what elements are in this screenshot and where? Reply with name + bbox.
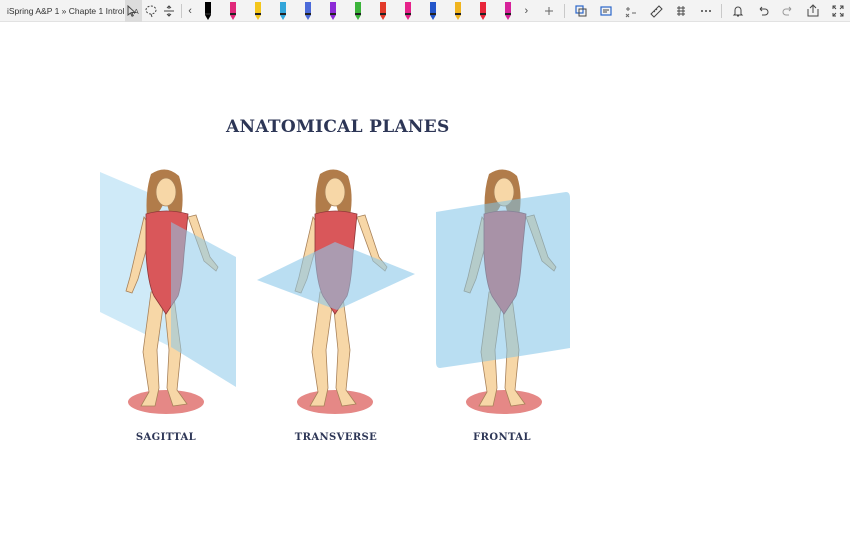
- pen-pink-icon[interactable]: [396, 0, 421, 22]
- pen-palette: [196, 0, 521, 22]
- floor-shadow: [466, 390, 542, 414]
- pen-green-icon[interactable]: [346, 0, 371, 22]
- pen-gold-icon[interactable]: [446, 0, 471, 22]
- legs: [309, 289, 357, 407]
- pen-blue-icon[interactable]: [296, 0, 321, 22]
- pen-red-icon[interactable]: [371, 0, 396, 22]
- ink-to-math-icon[interactable]: [618, 0, 643, 22]
- add-pen-icon[interactable]: [536, 0, 561, 22]
- more-icon[interactable]: [693, 0, 718, 22]
- pen-black-icon[interactable]: [196, 0, 221, 22]
- frontal-plane: [436, 192, 570, 368]
- sagittal-plane-front: [171, 222, 236, 387]
- sagittal-illustration: [100, 169, 236, 414]
- transverse-plane: [257, 242, 415, 310]
- add-space-icon[interactable]: [160, 0, 178, 22]
- page-title: ANATOMICAL PLANES: [226, 117, 450, 137]
- ruler-icon[interactable]: [643, 0, 668, 22]
- label-frontal: FRONTAL: [473, 432, 531, 443]
- transverse-illustration: [257, 169, 415, 414]
- pen-cyan-icon[interactable]: [271, 0, 296, 22]
- floor-shadow: [297, 390, 373, 414]
- toolbar-separator: [180, 3, 182, 18]
- pen-magenta-icon[interactable]: [221, 0, 246, 22]
- ink-to-shape-icon[interactable]: [568, 0, 593, 22]
- scroll-right-icon[interactable]: ›: [524, 4, 529, 17]
- toolbar: iSpring A&P 1 » Chapte 1 Introl A ‹ ›: [0, 0, 850, 22]
- right-tools: [536, 0, 850, 22]
- label-sagittal: SAGITTAL: [135, 432, 197, 443]
- slide-canvas: ANATOMICAL PLANES SAGI: [0, 22, 850, 540]
- pen-yellow-icon[interactable]: [246, 0, 271, 22]
- pen-crimson-icon[interactable]: [471, 0, 496, 22]
- share-icon[interactable]: [800, 0, 825, 22]
- toolbar-separator: [721, 3, 723, 18]
- pen-darkblue-icon[interactable]: [421, 0, 446, 22]
- replay-icon[interactable]: [668, 0, 693, 22]
- face: [155, 177, 177, 207]
- floor-shadow: [128, 390, 204, 414]
- frontal-illustration: [436, 169, 570, 414]
- undo-icon[interactable]: [750, 0, 775, 22]
- label-transverse: TRANSVERSE: [294, 432, 378, 443]
- toolbar-separator: [564, 3, 566, 18]
- pen-fuchsia-icon[interactable]: [496, 0, 521, 22]
- lasso-select-icon[interactable]: [142, 0, 160, 22]
- document-title: iSpring A&P 1 » Chapte 1 Introl: [7, 5, 125, 16]
- scroll-left-icon[interactable]: ‹: [188, 4, 192, 17]
- pen-purple-icon[interactable]: [321, 0, 346, 22]
- face: [324, 177, 346, 207]
- notifications-icon[interactable]: [725, 0, 750, 22]
- ink-to-text-icon[interactable]: [593, 0, 618, 22]
- select-text-icon[interactable]: A: [124, 0, 143, 22]
- redo-icon[interactable]: [775, 0, 800, 22]
- svg-text:A: A: [134, 9, 139, 16]
- fullscreen-icon[interactable]: [825, 0, 850, 22]
